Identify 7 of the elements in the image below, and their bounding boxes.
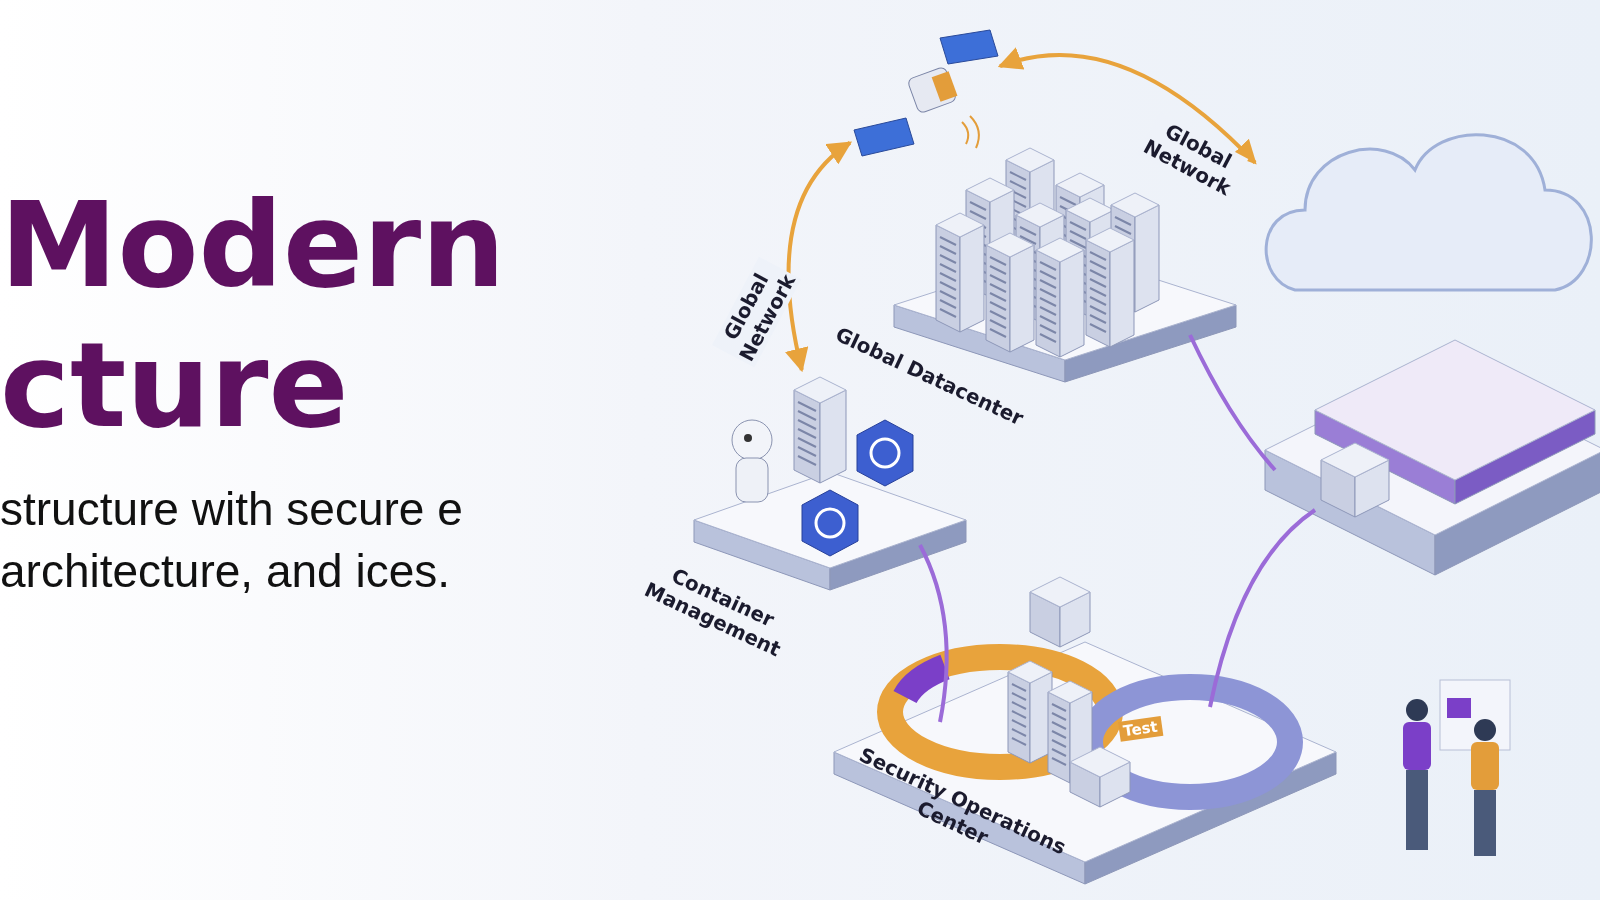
connector-line — [918, 544, 949, 723]
connector-line — [1208, 508, 1317, 708]
arrow — [785, 141, 852, 373]
heading: Modern cture — [0, 175, 507, 455]
connector-line — [1188, 334, 1277, 472]
arrow — [997, 48, 1257, 165]
intro-paragraph: structure with secure e architecture, and ices. — [0, 482, 464, 599]
